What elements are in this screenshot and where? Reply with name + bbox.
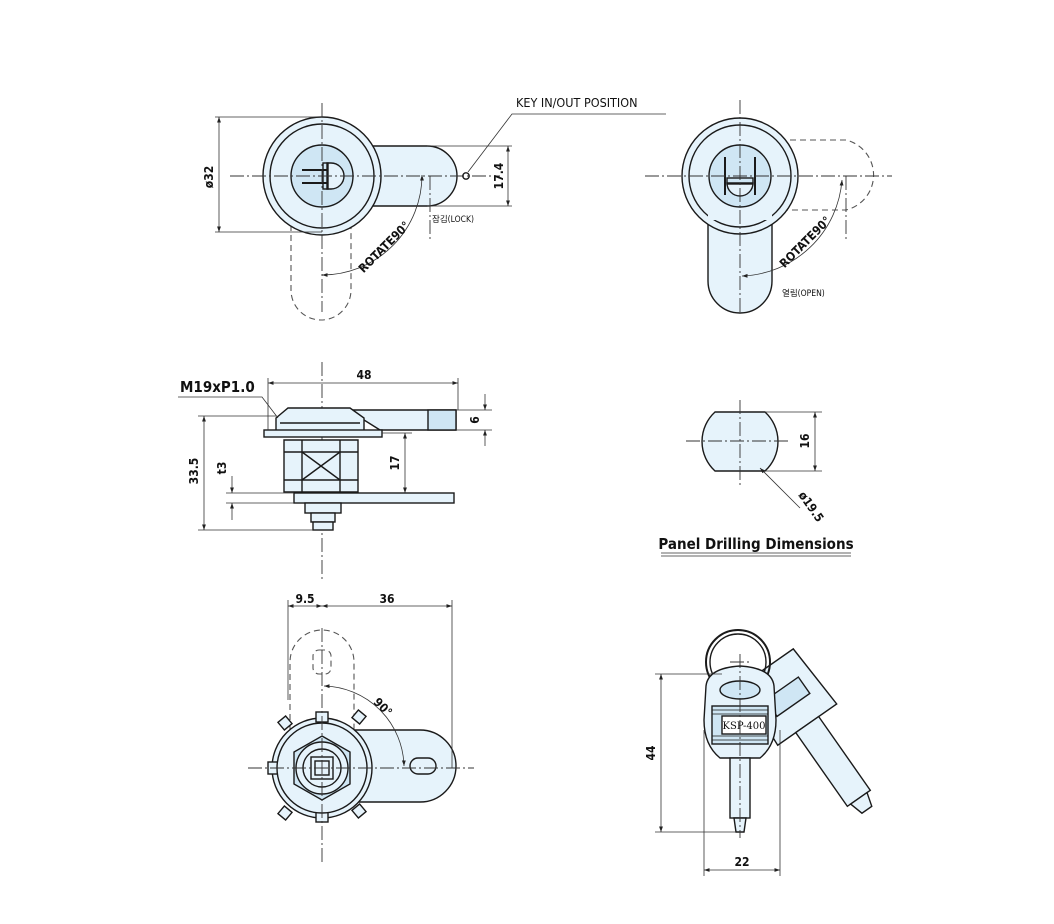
rotate90-label-2: ROTATE90° — [777, 214, 834, 271]
thread-label: M19xP1.0 — [180, 378, 255, 396]
dim33-5-label: 33.5 — [187, 458, 201, 485]
front-view-lock: ø32 17.4 KEY IN/OUT POSITION 잠김(LOCK) RO… — [202, 95, 666, 321]
dia19-5-label: ø19.5 — [796, 489, 827, 525]
dim9-5-label: 9.5 — [295, 592, 314, 606]
dim6-label: 6 — [468, 416, 482, 424]
side-view: M19xP1.0 48 6 33.5 t3 17 — [178, 362, 492, 580]
key-tag-label: KSP-400 — [723, 721, 766, 732]
rear-view: 9.5 36 90° — [248, 592, 474, 865]
dim-t3-label: t3 — [215, 462, 229, 475]
open-label: 열림(OPEN) — [782, 288, 825, 299]
front-view-open: ROTATE90° 열림(OPEN) — [645, 100, 892, 314]
panel-drilling-caption: Panel Drilling Dimensions — [658, 535, 853, 553]
key-in-out-label: KEY IN/OUT POSITION — [516, 95, 637, 110]
dim16-label: 16 — [798, 433, 812, 448]
lock-label: 잠김(LOCK) — [432, 214, 474, 225]
rotate90-label-1: ROTATE90° — [356, 219, 413, 276]
dim36-label: 36 — [379, 592, 394, 606]
dim-dia32-label: ø32 — [202, 166, 216, 188]
panel-drilling-view: 16 ø19.5 Panel Drilling Dimensions — [658, 400, 854, 557]
dim22-label: 22 — [734, 855, 749, 869]
dim17-label: 17 — [388, 455, 402, 470]
dim48-label: 48 — [356, 368, 371, 382]
key-view: KSP-400 44 22 — [644, 629, 873, 876]
dim-17-4-label: 17.4 — [492, 162, 506, 189]
dim44-label: 44 — [644, 745, 658, 761]
angle90-label: 90° — [371, 695, 395, 719]
